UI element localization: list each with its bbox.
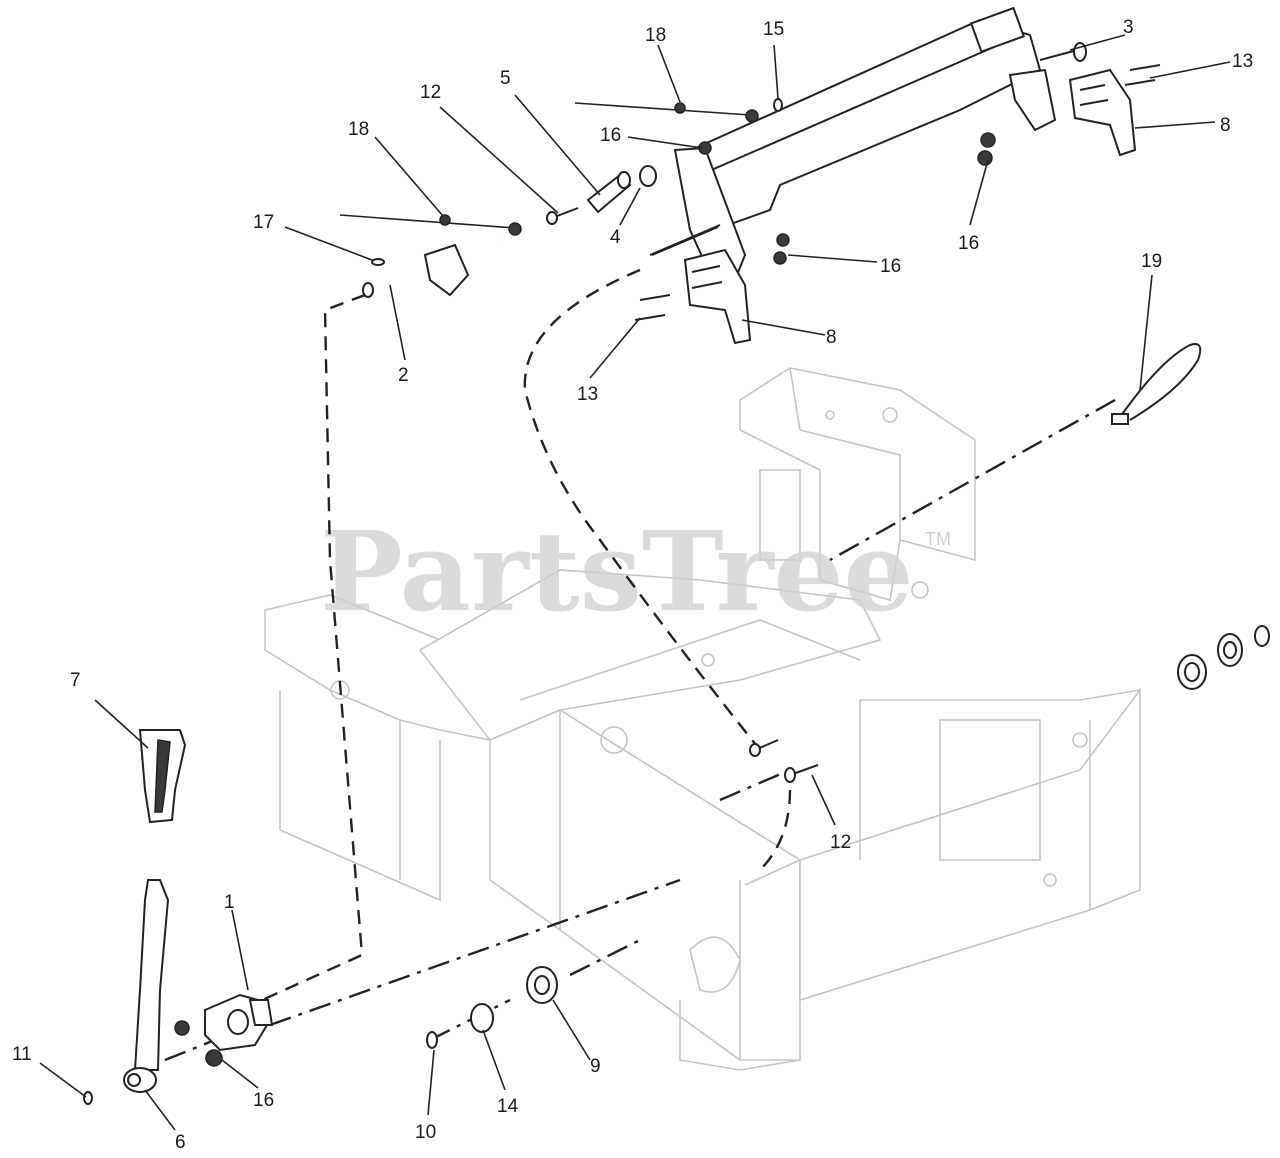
part-12-bolt-lower — [749, 739, 819, 783]
callout-numbers: 1 2 3 4 5 6 7 8 8 9 10 11 12 12 13 13 14… — [12, 17, 1253, 1153]
callout-13-right: 13 — [1232, 51, 1253, 72]
watermark-trademark: TM — [925, 529, 951, 549]
callout-2: 2 — [398, 365, 409, 386]
callout-9: 9 — [590, 1056, 601, 1077]
part-13-pins-right — [1124, 64, 1161, 86]
callout-8-right: 8 — [1220, 115, 1231, 136]
bearing-set-right — [1177, 625, 1270, 690]
part-5-bushing — [586, 171, 632, 214]
part-8-latch-plate-right — [1068, 68, 1137, 157]
parts — [83, 6, 1270, 1105]
part-12-bolt-upper — [546, 207, 579, 225]
callout-6: 6 — [175, 1132, 186, 1153]
callout-16-upper: 16 — [600, 125, 621, 146]
callout-12-upper: 12 — [420, 82, 441, 103]
part-1-bracket — [204, 993, 274, 1052]
callout-8-left: 8 — [826, 327, 837, 348]
callout-3: 3 — [1123, 17, 1134, 38]
callout-15: 15 — [763, 19, 784, 40]
part-16-nut-right-b — [977, 150, 993, 166]
callout-16-lower: 16 — [253, 1090, 274, 1111]
callout-7: 7 — [70, 670, 81, 691]
part-17-pin — [371, 258, 385, 266]
watermark-text: PartsTree — [320, 507, 914, 636]
leader-lines — [39, 34, 1231, 1131]
part-7-handle-grip — [138, 729, 187, 824]
part-4-washer — [639, 165, 657, 187]
part-15-clip — [773, 98, 783, 112]
part-16-nut-lower-b — [205, 1049, 223, 1067]
part-10-clip — [426, 1031, 438, 1049]
part-2-pivot-shaft — [362, 237, 501, 298]
part-8-latch-plate-left — [683, 248, 752, 345]
callout-11: 11 — [12, 1044, 32, 1065]
assembly-lines — [164, 268, 1116, 1062]
callout-17: 17 — [253, 212, 274, 233]
callout-13-left: 13 — [577, 384, 598, 405]
callout-18-upper: 18 — [645, 25, 666, 46]
callout-10: 10 — [415, 1122, 436, 1143]
part-3-shaft-beam — [649, 6, 1087, 287]
chassis-frame — [264, 367, 1141, 1071]
part-16-nut-mid-a — [776, 233, 790, 247]
part-16-nut-right-a — [980, 132, 996, 148]
part-18-rod-upper — [574, 102, 759, 123]
part-16-nut-lower-a — [174, 1020, 190, 1036]
part-6-lever — [123, 879, 170, 1093]
callout-14: 14 — [497, 1096, 519, 1117]
callout-18-lower: 18 — [348, 119, 369, 140]
callout-5: 5 — [500, 68, 511, 89]
part-13-pins-left — [634, 294, 671, 321]
callout-19: 19 — [1141, 251, 1162, 272]
part-16-nut-mid-b — [773, 251, 787, 265]
callout-4: 4 — [610, 227, 621, 248]
callout-1: 1 — [224, 892, 235, 913]
callout-16-right: 16 — [958, 233, 979, 254]
part-18-rod-lower — [339, 214, 522, 236]
part-19-cable-tie — [1111, 343, 1202, 425]
part-11-clip — [83, 1091, 93, 1105]
callout-16-mid: 16 — [880, 256, 901, 277]
part-9-bushing — [526, 966, 558, 1004]
callout-12-lower: 12 — [830, 832, 851, 853]
part-14-washer — [470, 1003, 494, 1033]
